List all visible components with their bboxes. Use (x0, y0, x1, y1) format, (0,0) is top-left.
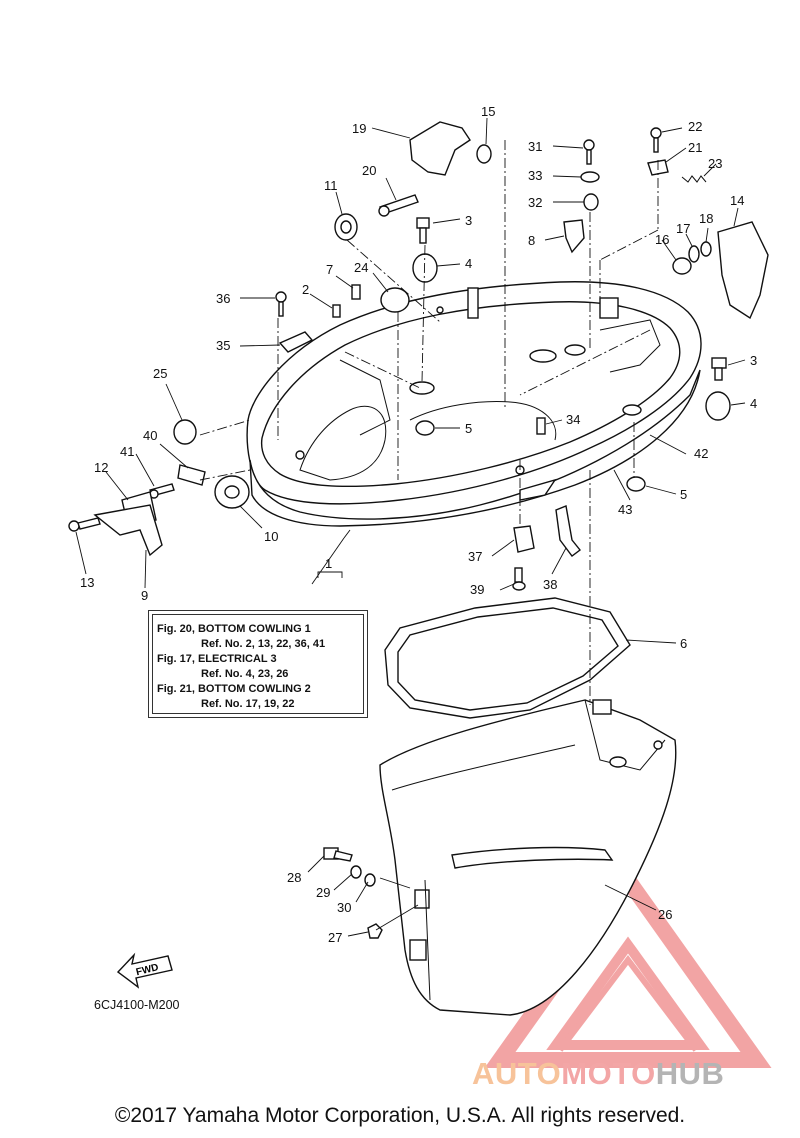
callout-4: 4 (750, 396, 757, 411)
diagram-part-code: 6CJ4100-M200 (94, 998, 180, 1012)
small-parts (68, 121, 769, 989)
callout-18: 18 (699, 211, 713, 226)
callout-13: 13 (80, 575, 94, 590)
watermark-text-part: MOTO (561, 1056, 656, 1091)
callout-36: 36 (216, 291, 230, 306)
callout-10: 10 (264, 529, 278, 544)
seal-ring-part-6 (384, 597, 631, 719)
callout-11: 11 (324, 178, 338, 193)
reference-line: Fig. 17, ELECTRICAL 3 (157, 653, 277, 665)
callout-5: 5 (680, 487, 687, 502)
callout-34: 34 (566, 412, 580, 427)
callout-21: 21 (688, 140, 702, 155)
callout-19: 19 (352, 121, 366, 136)
callout-3: 3 (465, 213, 472, 228)
callout-9: 9 (141, 588, 148, 603)
callout-39: 39 (470, 582, 484, 597)
callout-29: 29 (316, 885, 330, 900)
callout-4: 4 (465, 256, 472, 271)
leader-lines (75, 117, 746, 937)
callout-2: 2 (302, 282, 309, 297)
callout-33: 33 (528, 168, 542, 183)
callout-7: 7 (326, 262, 333, 277)
callout-25: 25 (153, 366, 167, 381)
copyright-notice: ©2017 Yamaha Motor Corporation, U.S.A. A… (114, 1104, 686, 1127)
callout-numbers: 1 2 3 3 4 4 5 5 6 7 8 9 10 11 12 13 14 1… (80, 104, 757, 945)
callout-30: 30 (337, 900, 351, 915)
reference-line: Fig. 20, BOTTOM COWLING 1 (157, 623, 311, 635)
callout-14: 14 (730, 193, 744, 208)
callout-27: 27 (328, 930, 342, 945)
callout-5: 5 (465, 421, 472, 436)
callout-43: 43 (618, 502, 632, 517)
callout-37: 37 (468, 549, 482, 564)
watermark-text: AUTOMOTOHUB (472, 1056, 724, 1092)
reference-line: Ref. No. 2, 13, 22, 36, 41 (201, 638, 326, 650)
bottom-cowling-part-1 (246, 281, 702, 527)
callout-26: 26 (658, 907, 672, 922)
callout-35: 35 (216, 338, 230, 353)
reference-box-inner (152, 614, 364, 714)
reference-line: Ref. No. 17, 19, 22 (201, 698, 295, 710)
callout-6: 6 (680, 636, 687, 651)
callout-1: 1 (325, 556, 332, 571)
reference-line: Ref. No. 4, 23, 26 (201, 668, 289, 680)
callout-17: 17 (676, 221, 690, 236)
callout-3: 3 (750, 353, 757, 368)
callout-16: 16 (655, 232, 669, 247)
callout-20: 20 (362, 163, 376, 178)
callout-28: 28 (287, 870, 301, 885)
callout-15: 15 (481, 104, 495, 119)
callout-40: 40 (143, 428, 157, 443)
fwd-label: FWD (135, 962, 160, 978)
callout-38: 38 (543, 577, 557, 592)
callout-12: 12 (94, 460, 108, 475)
callout-8: 8 (528, 233, 535, 248)
watermark-text-part: AUTO (472, 1056, 562, 1091)
callout-32: 32 (528, 195, 542, 210)
lower-cowling-part-26 (379, 699, 677, 1016)
watermark-text-part: HUB (655, 1056, 725, 1091)
callout-42: 42 (694, 446, 708, 461)
callout-23: 23 (708, 156, 722, 171)
reference-line: Fig. 21, BOTTOM COWLING 2 (157, 683, 311, 695)
callout-31: 31 (528, 139, 542, 154)
callout-24: 24 (354, 260, 368, 275)
callout-22: 22 (688, 119, 702, 134)
callout-41: 41 (120, 444, 134, 459)
callout-1-bracket (317, 571, 343, 578)
reference-box: Fig. 20, BOTTOM COWLING 1 Ref. No. 2, 13… (148, 610, 368, 718)
